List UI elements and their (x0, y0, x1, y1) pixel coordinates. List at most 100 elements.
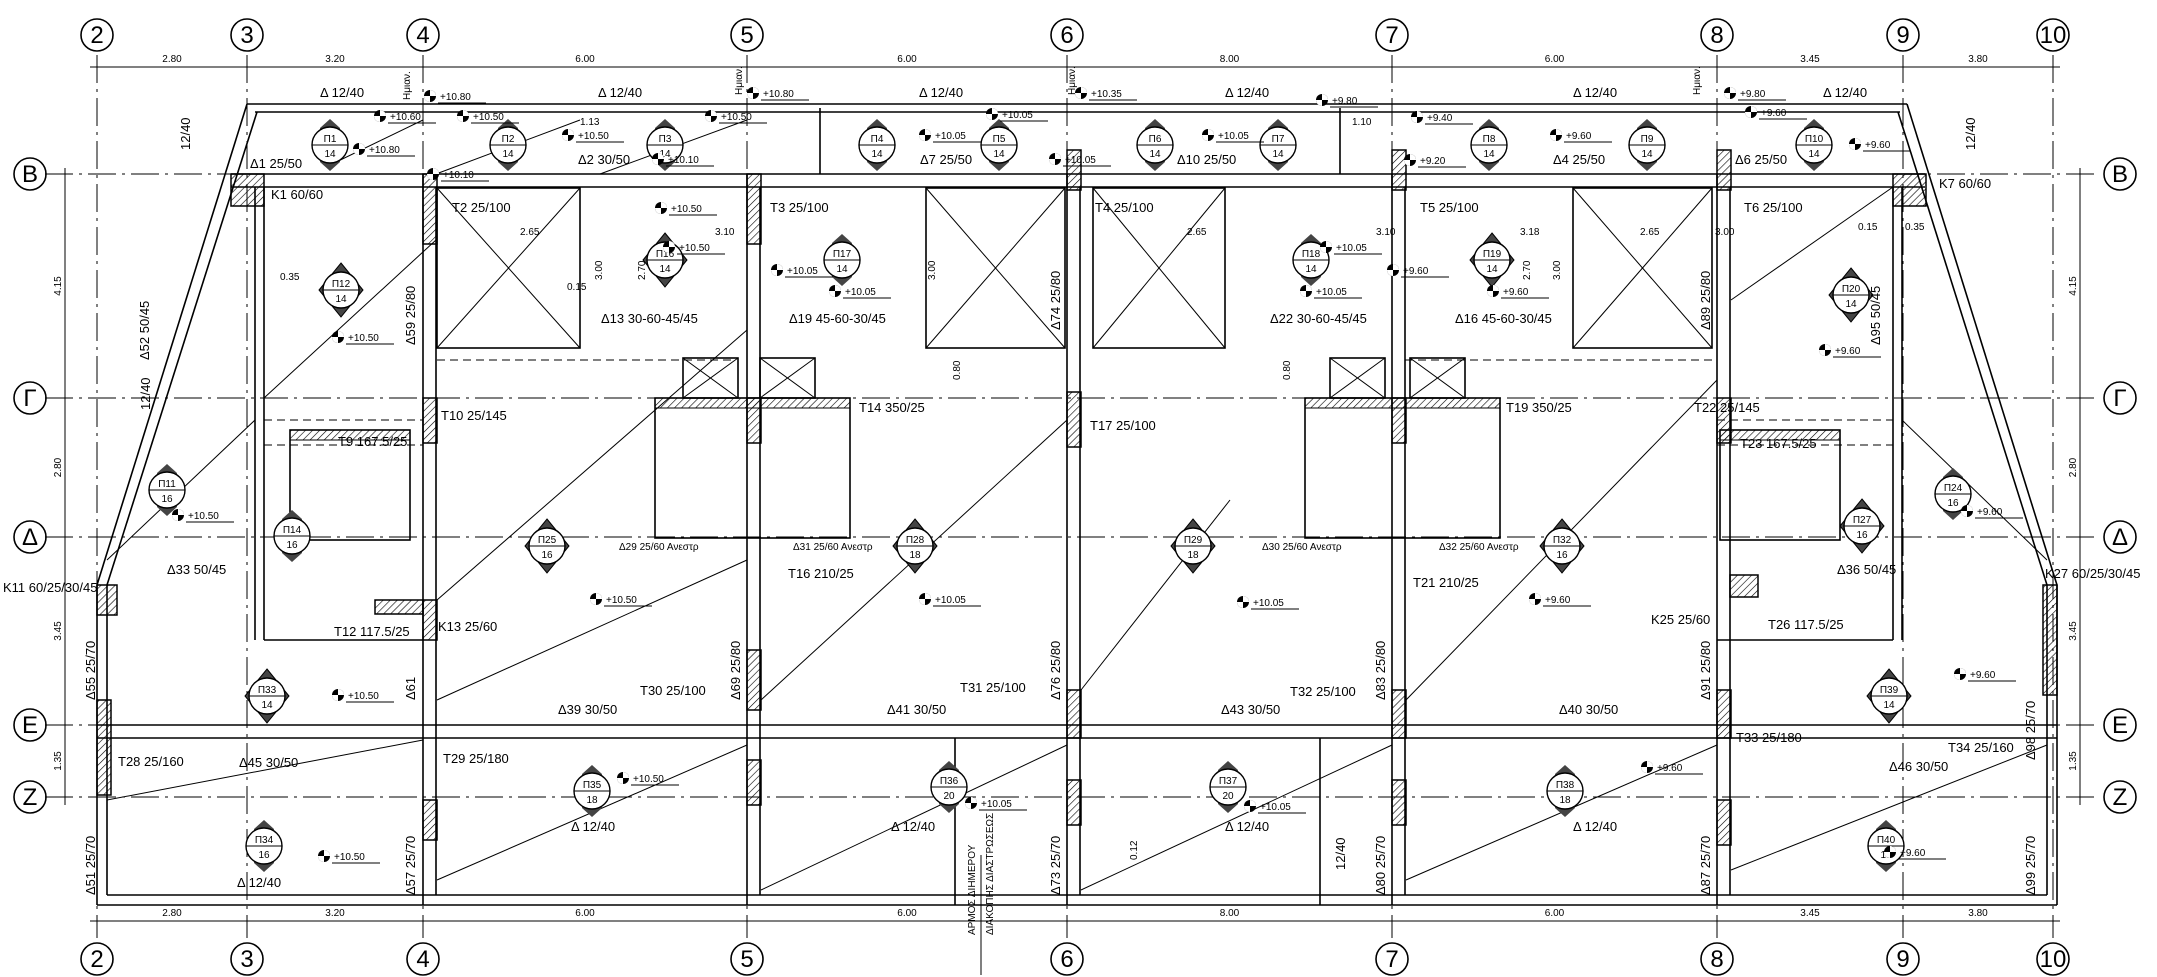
panel-id: П8 (1483, 134, 1496, 145)
panel-thickness: 16 (1556, 550, 1568, 561)
vertical-beam-label: Δ99 25/70 (2023, 836, 2038, 895)
elevation-label: +10.50 (334, 852, 365, 863)
panel-id: П5 (993, 134, 1006, 145)
panel-thickness: 14 (1483, 149, 1495, 160)
beam-label: K27 60/25/30/45 (2045, 566, 2140, 581)
elevation-label: +10.50 (188, 511, 219, 522)
slab-label: Δ 12/40 (1225, 85, 1269, 100)
elevation-label: +10.80 (369, 145, 400, 156)
grid-bubble-right (2103, 708, 2137, 742)
grid-label: 6 (1060, 946, 1073, 973)
panel-id: П40 (1877, 835, 1896, 846)
core-wall (289, 429, 411, 441)
dimension-inner: 0.35 (1905, 222, 1925, 233)
beam-label: T29 25/180 (443, 751, 509, 766)
panel-thickness: 14 (659, 149, 671, 160)
column (746, 649, 762, 711)
beam-label: T32 25/100 (1290, 684, 1356, 699)
elevation-label: +9.60 (1403, 266, 1429, 277)
column (1391, 689, 1407, 739)
elevation-label: +10.05 (1316, 287, 1347, 298)
grid-bubble-bottom (2036, 942, 2070, 976)
beam-label: T34 25/160 (1948, 740, 2014, 755)
elevation-label: +9.60 (1835, 346, 1861, 357)
slab-label: 12/40 (178, 117, 193, 150)
elevation-marker: +10.50 (655, 202, 717, 216)
beam-label: T3 25/100 (770, 200, 829, 215)
elevation-marker: +9.60 (1487, 285, 1549, 299)
elevation-label: +10.50 (606, 595, 637, 606)
elevation-label: +9.60 (1977, 507, 2003, 518)
vertical-beam-label: Δ74 25/80 (1048, 271, 1063, 330)
grid-bubble-bottom (1700, 942, 1734, 976)
column (1066, 149, 1082, 191)
column (1716, 799, 1732, 846)
construction-joint-note: ΑΡΜΟΣ ΔΙΗΜΕΡΟΥ (967, 844, 978, 935)
dimension-inner: 2.65 (1187, 227, 1207, 238)
grid-bubble-right (2103, 381, 2137, 415)
vertical-beam-label: Δ76 25/80 (1048, 641, 1063, 700)
elevation-marker: +10.05 (1237, 596, 1299, 610)
vertical-beam-label: Δ80 25/70 (1373, 836, 1388, 895)
elevation-marker: +10.80 (424, 90, 486, 104)
grid-bubble-right (2103, 780, 2137, 814)
elevation-marker: +10.05 (1244, 800, 1306, 814)
elevation-label: +10.50 (679, 243, 710, 254)
panel-id: П25 (538, 535, 557, 546)
elevation-label: +10.05 (1002, 110, 1033, 121)
elevation-markers: +10.80+10.60+10.50+10.10+10.80+10.50+10.… (172, 87, 2023, 864)
elevation-marker: +9.60 (1387, 264, 1449, 278)
elevation-label: +9.60 (1503, 287, 1529, 298)
elevation-marker: +9.60 (1884, 846, 1946, 860)
elevation-label: +9.80 (1740, 89, 1766, 100)
elevation-marker: +10.80 (747, 87, 809, 101)
grid-bubble-left (13, 708, 47, 742)
grid-label: 8 (1710, 946, 1723, 973)
column (1716, 397, 1732, 444)
span-direction-line (329, 119, 424, 166)
dimension-top: 3.20 (325, 54, 345, 65)
slab-label: 12/40 (1963, 117, 1978, 150)
haunch-label: Ημιαν. (734, 66, 745, 95)
vertical-beam-label: Δ61 (403, 677, 418, 700)
grid-bubble-bottom (730, 942, 764, 976)
grid-label: B (22, 161, 38, 188)
grid-label: 5 (740, 946, 753, 973)
elevation-marker: +10.10 (652, 153, 714, 167)
panel-id: П36 (940, 776, 959, 787)
column (96, 584, 118, 616)
dimension-top: 6.00 (1545, 54, 1565, 65)
panel-id: П1 (324, 134, 337, 145)
elevation-marker: +9.60 (1550, 129, 1612, 143)
elevation-label: +10.50 (473, 112, 504, 123)
vertical-beam-label: Δ91 25/80 (1698, 641, 1713, 700)
elevation-marker: +9.60 (1529, 593, 1591, 607)
beam-label: T30 25/100 (640, 683, 706, 698)
haunch-label: Ημιαν. (1692, 66, 1703, 95)
grid-label: Z (23, 784, 38, 811)
dimension-inner: 3.10 (715, 227, 735, 238)
dimension-inner: 3.00 (1715, 227, 1735, 238)
column (746, 173, 762, 245)
beam-label: Δ31 25/60 Ανεστρ (793, 542, 873, 553)
elevation-label: +9.60 (1900, 848, 1926, 859)
elevation-marker: +9.60 (1849, 138, 1911, 152)
column (2042, 584, 2058, 696)
panel-thickness: 14 (1486, 264, 1498, 275)
elevation-marker: +10.80 (353, 143, 415, 157)
dimension-right: 2.80 (2068, 457, 2079, 477)
elevation-label: +10.60 (390, 112, 421, 123)
panel-id: П17 (833, 249, 852, 260)
dimension-inner: 2.65 (1640, 227, 1660, 238)
grid-bubble-left (13, 520, 47, 554)
elevation-label: +9.40 (1427, 113, 1453, 124)
beam-label: T19 350/25 (1506, 400, 1572, 415)
